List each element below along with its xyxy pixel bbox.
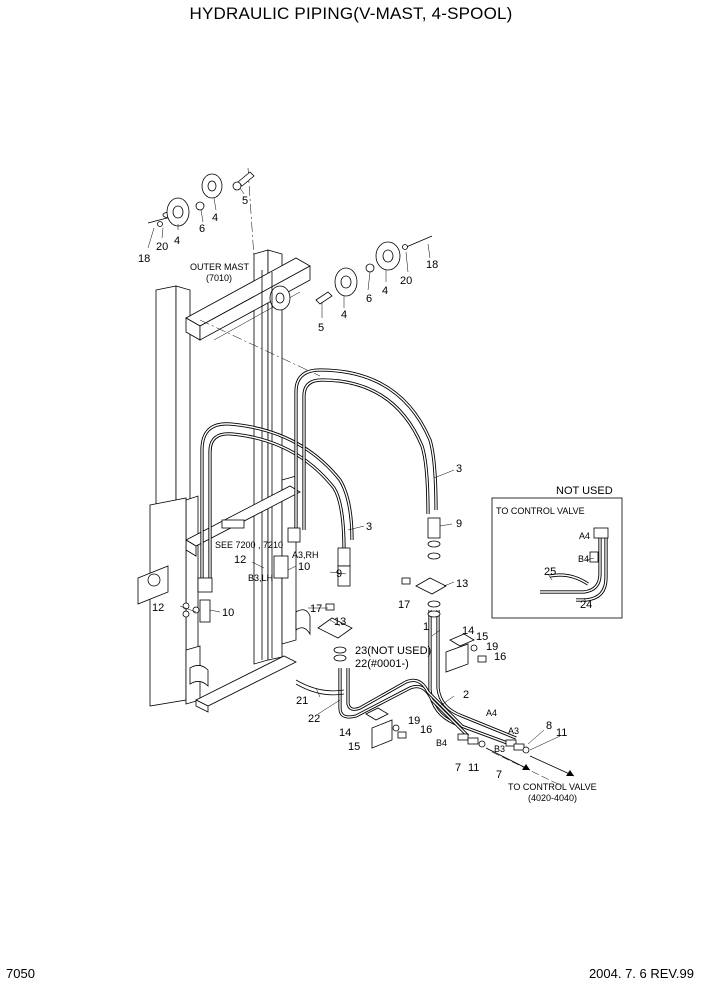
callout-19a: 19 [486, 641, 498, 653]
callout-16b: 16 [420, 724, 432, 736]
page-title: HYDRAULIC PIPING(V-MAST, 4-SPOOL) [189, 4, 513, 23]
callout-3b: 3 [366, 521, 372, 533]
callout-12b: 12 [152, 602, 164, 614]
hose-set [200, 368, 517, 746]
callout-19b: 19 [408, 715, 420, 727]
callout-5a: 5 [242, 195, 248, 207]
sheave-assembly-left [147, 171, 255, 227]
to-control-valve-note: TO CONTROL VALVE [508, 782, 597, 792]
callout-numbers: 1 2 3 3 4 4 4 4 5 5 6 6 7 7 8 9 9 10 10 … [138, 195, 592, 781]
callout-17a: 17 [398, 599, 410, 611]
callout-24: 24 [580, 599, 592, 611]
callout-11b: 11 [556, 727, 567, 739]
callout-21: 21 [296, 695, 308, 707]
sheave-assembly-right [315, 235, 433, 305]
item-23-note: 23(NOT USED) [355, 645, 431, 657]
callout-15a: 15 [476, 631, 488, 643]
callout-17b: 17 [310, 603, 322, 615]
inset-to-control-valve: TO CONTROL VALVE [496, 506, 585, 516]
callout-6a: 6 [199, 223, 205, 235]
flow-arrows [485, 747, 575, 787]
callout-20a: 20 [156, 241, 168, 253]
callout-18a: 18 [138, 253, 150, 265]
outer-mast-note: OUTER MAST [190, 262, 250, 272]
callout-5b: 5 [318, 322, 324, 334]
callout-8: 8 [546, 720, 552, 732]
port-label-b3: B3 [494, 744, 505, 754]
callout-11a: 11 [468, 762, 479, 774]
callout-16a: 16 [494, 651, 506, 663]
callout-4b: 4 [212, 212, 218, 224]
revision-date: 2004. 7. 6 REV.99 [588, 966, 694, 981]
callout-4c: 4 [382, 285, 388, 297]
callout-14b: 14 [339, 727, 351, 739]
page-number: 7050 [6, 966, 35, 981]
callout-4a: 4 [174, 235, 180, 247]
outer-mast [137, 249, 311, 713]
callout-7a: 7 [455, 762, 461, 774]
callout-1: 1 [423, 621, 429, 633]
to-control-valve-ref: (4020-4040) [528, 793, 577, 803]
port-label-a4: A4 [486, 708, 497, 718]
item-22-note: 22(#0001-) [355, 658, 409, 670]
callout-22: 22 [308, 713, 320, 725]
not-used-inset [491, 497, 623, 619]
callout-13a: 13 [456, 578, 468, 590]
callout-9a: 9 [456, 518, 462, 530]
callout-6b: 6 [366, 293, 372, 305]
port-label-b4: B4 [436, 738, 447, 748]
callout-20b: 20 [400, 275, 412, 287]
port-label-b3-lh: B3,LH [248, 573, 273, 583]
callout-2: 2 [463, 689, 469, 701]
callout-9b: 9 [336, 568, 342, 580]
not-used-label: NOT USED [556, 485, 613, 497]
callout-15b: 15 [348, 741, 360, 753]
inset-port-b4: B4 [578, 554, 589, 564]
port-label-a3-rh: A3,RH [292, 550, 319, 560]
fittings [197, 517, 530, 754]
outer-mast-ref: (7010) [206, 273, 232, 283]
callout-14a: 14 [462, 625, 474, 637]
leader-lines [147, 187, 561, 751]
callout-12a: 12 [234, 554, 246, 566]
port-label-a3: A3 [508, 726, 519, 736]
inset-port-a4: A4 [579, 531, 590, 541]
callout-18b: 18 [426, 259, 438, 271]
callout-25: 25 [544, 566, 556, 578]
callout-13b: 13 [334, 616, 346, 628]
see-reference: SEE 7200 , 7210 [215, 540, 283, 550]
callout-10b: 10 [222, 607, 234, 619]
callout-10a: 10 [298, 561, 310, 573]
callout-3a: 3 [456, 463, 462, 475]
callout-7b: 7 [496, 769, 502, 781]
callout-4d: 4 [341, 309, 347, 321]
